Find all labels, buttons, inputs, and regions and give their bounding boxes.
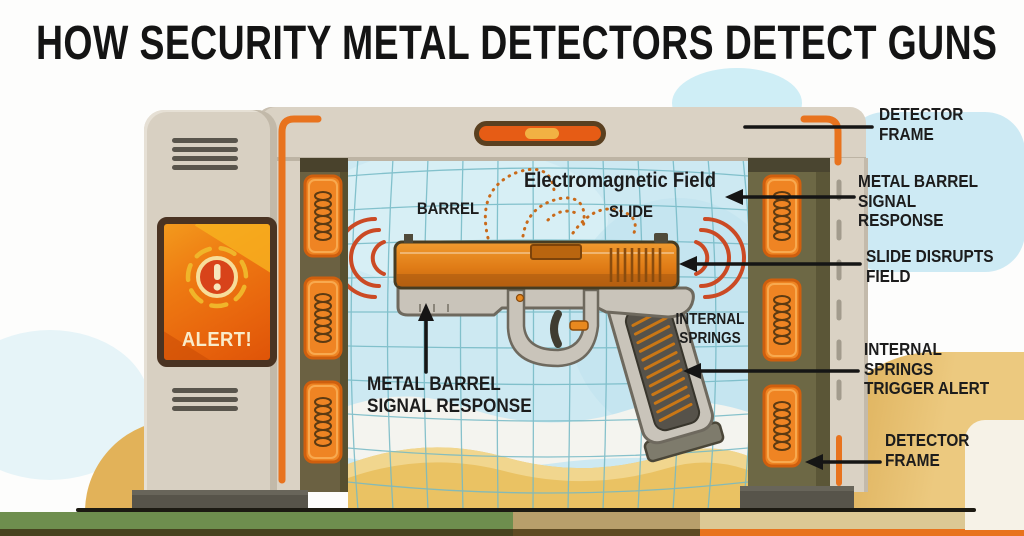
- alert-screen: ALERT!: [157, 217, 277, 367]
- callout-detector-frame-top: DETECTOR FRAME: [879, 104, 964, 144]
- ground-band-tan: [700, 512, 1024, 530]
- background-blob-bottom-right: [965, 420, 1024, 530]
- callout-slide-disrupts-field: SLIDE DISRUPTS FIELD: [866, 246, 994, 286]
- coil-panel-icon: [303, 174, 343, 258]
- trigger: [550, 310, 562, 348]
- pillar-right-base: [740, 486, 854, 511]
- signal-disruption-dots: [483, 167, 637, 240]
- callout-internal-springs-trigger: INTERNAL SPRINGS TRIGGER ALERT: [864, 339, 990, 399]
- front-sight: [404, 234, 413, 243]
- takedown-lever: [569, 320, 589, 331]
- speaker-grille-icon: [172, 138, 238, 170]
- detector-pillar-right: [748, 158, 830, 489]
- barrel-label: BARREL: [416, 199, 480, 218]
- ground-line: [76, 508, 976, 512]
- alert-console: ALERT!: [144, 110, 277, 494]
- coil-panel-icon: [762, 278, 802, 362]
- coil-panel-icon: [762, 384, 802, 468]
- internal-springs-label: INTERNAL SPRINGS: [675, 311, 745, 348]
- ground-band-khaki: [513, 512, 700, 530]
- callout-metal-barrel-signal: METAL BARREL SIGNAL RESPONSE: [858, 171, 979, 231]
- barrel-signal-waves-icon: [348, 217, 386, 299]
- coil-panel-icon: [303, 276, 343, 360]
- warning-icon: [185, 245, 249, 309]
- slide-signal-waves-icon: [694, 217, 746, 299]
- ejection-port: [530, 244, 582, 260]
- coil-panel-icon: [303, 380, 343, 464]
- slide-label: SLIDE: [608, 202, 654, 221]
- page-title: HOW SECURITY METAL DETECTORS DETECT GUNS: [36, 17, 998, 70]
- pistol-illustration: [393, 233, 725, 463]
- ground-foot-darkgreen: [0, 529, 513, 536]
- ground-foot-brown: [513, 529, 700, 536]
- electromagnetic-field-area: [348, 158, 748, 510]
- background-blob-right: [845, 112, 1024, 272]
- rear-sight: [654, 233, 668, 243]
- pistol-frame: [396, 286, 695, 319]
- speaker-grille-icon: [172, 388, 238, 411]
- metal-barrel-signal-label: METAL BARREL SIGNAL RESPONSE: [367, 373, 532, 418]
- callout-detector-frame-bottom: DETECTOR FRAME: [885, 430, 970, 470]
- detector-pillar-left: [300, 158, 348, 492]
- ground-band-green: [0, 512, 513, 530]
- indicator-light: [474, 121, 606, 146]
- internal-spring-coil: [631, 307, 693, 423]
- electromagnetic-field-label: Electromagnetic Field: [523, 169, 717, 192]
- console-base: [132, 490, 308, 511]
- ground-foot-orange: [700, 529, 1024, 536]
- slide-serrations: [609, 248, 662, 282]
- pistol-grip: [606, 282, 725, 463]
- coil-panel-icon: [762, 174, 802, 258]
- trigger-guard: [506, 288, 600, 368]
- alert-label: ALERT!: [181, 329, 253, 351]
